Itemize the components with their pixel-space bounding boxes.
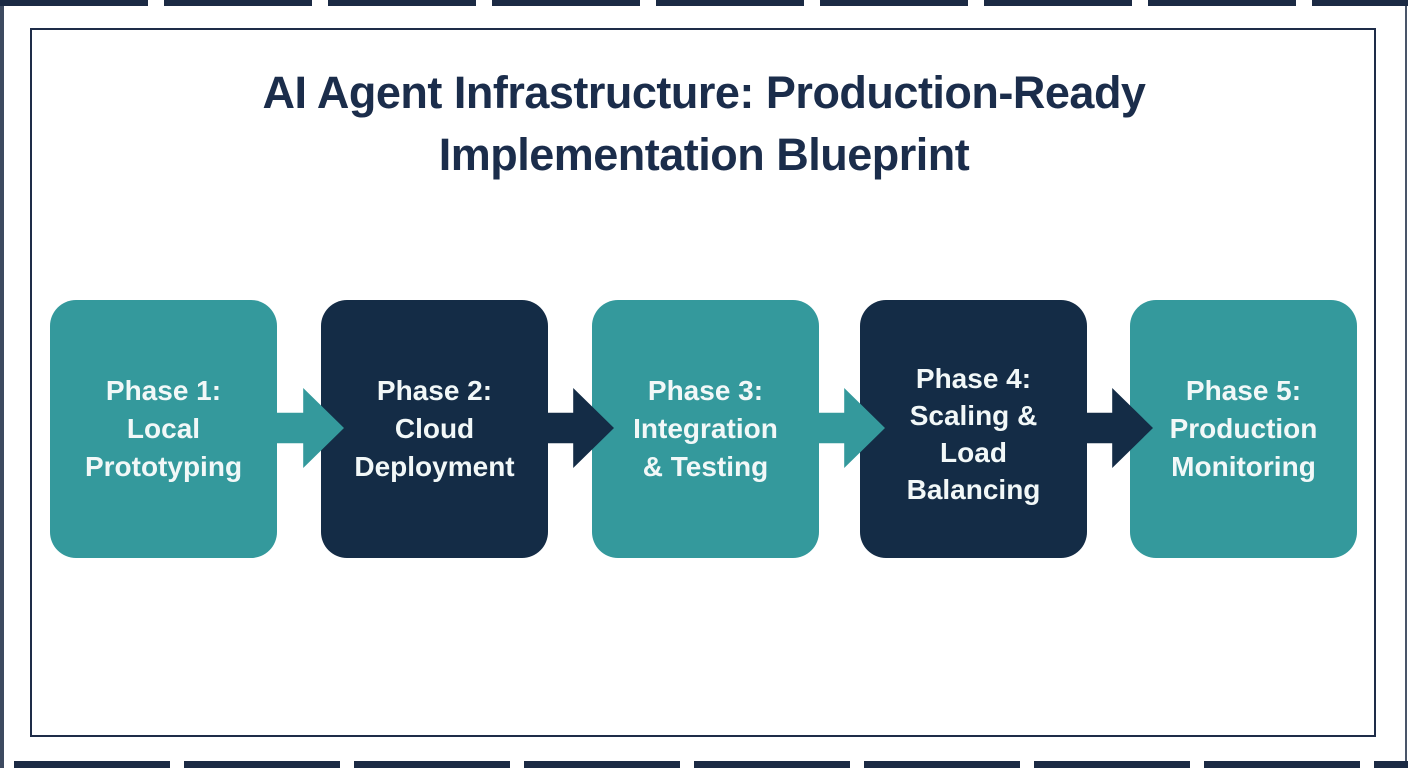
phase-1-line-3: Prototyping <box>84 451 243 482</box>
page-title-line-2: Implementation Blueprint <box>438 129 970 180</box>
phase-1-box: Phase 1: Local Prototyping <box>50 300 277 558</box>
phase-5-label: Phase 5: Production Monitoring <box>1170 372 1318 486</box>
phase-3-line-3: & Testing <box>642 451 769 482</box>
phase-1-line-1: Phase 1: <box>105 375 222 406</box>
phase-5-box: Phase 5: Production Monitoring <box>1130 300 1357 558</box>
bottom-edge-border-artifact <box>0 761 1408 768</box>
phase-5-line-2: Production <box>1169 413 1318 444</box>
page-title-line-1: AI Agent Infrastructure: Production-Read… <box>262 67 1146 118</box>
phase-4-line-2: Scaling & <box>909 400 1038 431</box>
phase-4-line-1: Phase 4: <box>915 363 1032 394</box>
phase-1-label: Phase 1: Local Prototyping <box>85 372 242 486</box>
phase-5-line-3: Monitoring <box>1171 451 1316 482</box>
phase-5-line-1: Phase 5: <box>1185 375 1302 406</box>
phase-4-label: Phase 4: Scaling & Load Balancing <box>907 360 1041 508</box>
top-edge-border-artifact <box>0 0 1408 6</box>
phase-3-box: Phase 3: Integration & Testing <box>592 300 819 558</box>
phase-2-box: Phase 2: Cloud Deployment <box>321 300 548 558</box>
phase-2-line-1: Phase 2: <box>376 375 493 406</box>
phase-3-line-1: Phase 3: <box>647 375 764 406</box>
phase-3-line-2: Integration <box>633 413 778 444</box>
phase-4-box: Phase 4: Scaling & Load Balancing <box>860 300 1087 558</box>
phase-2-label: Phase 2: Cloud Deployment <box>354 372 514 486</box>
phase-4-line-4: Balancing <box>906 474 1041 505</box>
phase-4-line-3: Load <box>940 437 1007 468</box>
phase-2-line-3: Deployment <box>354 451 515 482</box>
phase-2-line-2: Cloud <box>394 413 475 444</box>
page-title: AI Agent Infrastructure: Production-Read… <box>0 62 1408 186</box>
phase-1-line-2: Local <box>126 413 201 444</box>
phase-3-label: Phase 3: Integration & Testing <box>633 372 778 486</box>
